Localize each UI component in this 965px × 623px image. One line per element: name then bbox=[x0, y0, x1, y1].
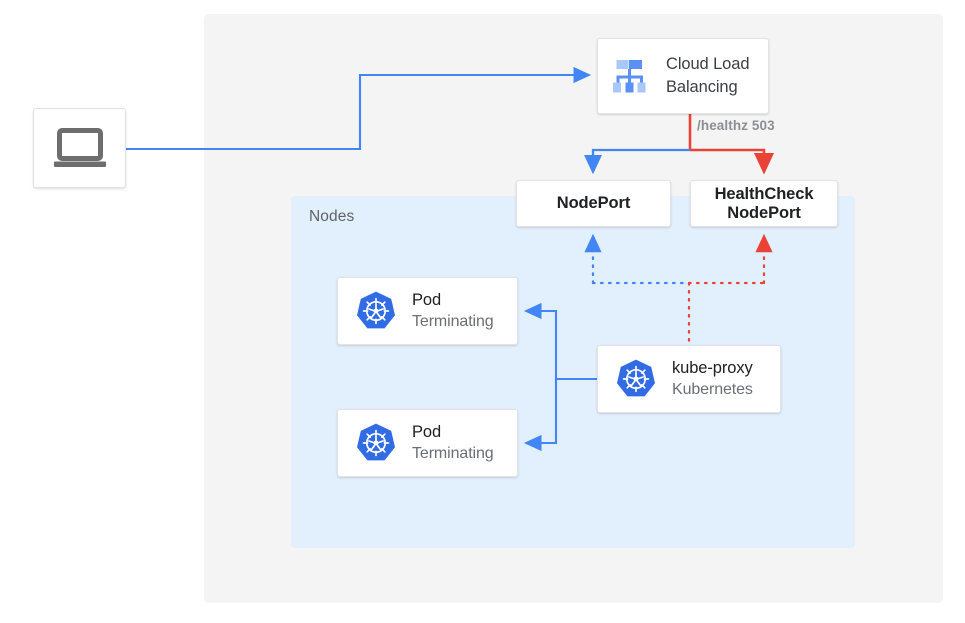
clb-label-line2: Balancing bbox=[666, 78, 738, 96]
pod-node-1[interactable]: Pod Terminating bbox=[337, 277, 518, 345]
kubernetes-icon bbox=[357, 423, 395, 461]
kube-proxy-subtitle: Kubernetes bbox=[672, 381, 753, 398]
pod-1-title: Pod bbox=[412, 291, 442, 309]
kube-proxy-node[interactable]: kube-proxy Kubernetes bbox=[597, 345, 781, 413]
pod-1-text: Pod Terminating bbox=[412, 290, 494, 332]
nodeport-node[interactable]: NodePort bbox=[516, 180, 671, 227]
hc-label-line2: NodePort bbox=[727, 203, 801, 222]
cloud-load-balancing-node[interactable]: Cloud Load Balancing bbox=[597, 38, 769, 114]
kube-proxy-title: kube-proxy bbox=[672, 359, 753, 377]
kube-proxy-text: kube-proxy Kubernetes bbox=[672, 358, 753, 400]
nodeport-label: NodePort bbox=[556, 194, 631, 212]
pod-node-2[interactable]: Pod Terminating bbox=[337, 409, 518, 477]
healthz-edge-label: /healthz 503 bbox=[697, 118, 775, 133]
pod-1-subtitle: Terminating bbox=[412, 313, 494, 330]
cloud-load-balancing-icon bbox=[613, 60, 646, 93]
pod-2-subtitle: Terminating bbox=[412, 445, 494, 462]
healthcheck-nodeport-label: HealthCheck NodePort bbox=[715, 185, 814, 223]
kubernetes-icon bbox=[617, 359, 655, 397]
laptop-icon bbox=[53, 128, 106, 167]
clb-label-line1: Cloud Load bbox=[666, 55, 750, 73]
nodes-panel-label: Nodes bbox=[309, 208, 355, 225]
kubernetes-icon bbox=[357, 291, 395, 329]
cloud-load-balancing-label: Cloud Load Balancing bbox=[666, 53, 750, 99]
pod-2-text: Pod Terminating bbox=[412, 422, 494, 464]
pod-2-title: Pod bbox=[412, 423, 442, 441]
healthcheck-nodeport-node[interactable]: HealthCheck NodePort bbox=[690, 180, 838, 227]
hc-label-line1: HealthCheck bbox=[714, 184, 814, 203]
client-node[interactable] bbox=[33, 108, 126, 188]
